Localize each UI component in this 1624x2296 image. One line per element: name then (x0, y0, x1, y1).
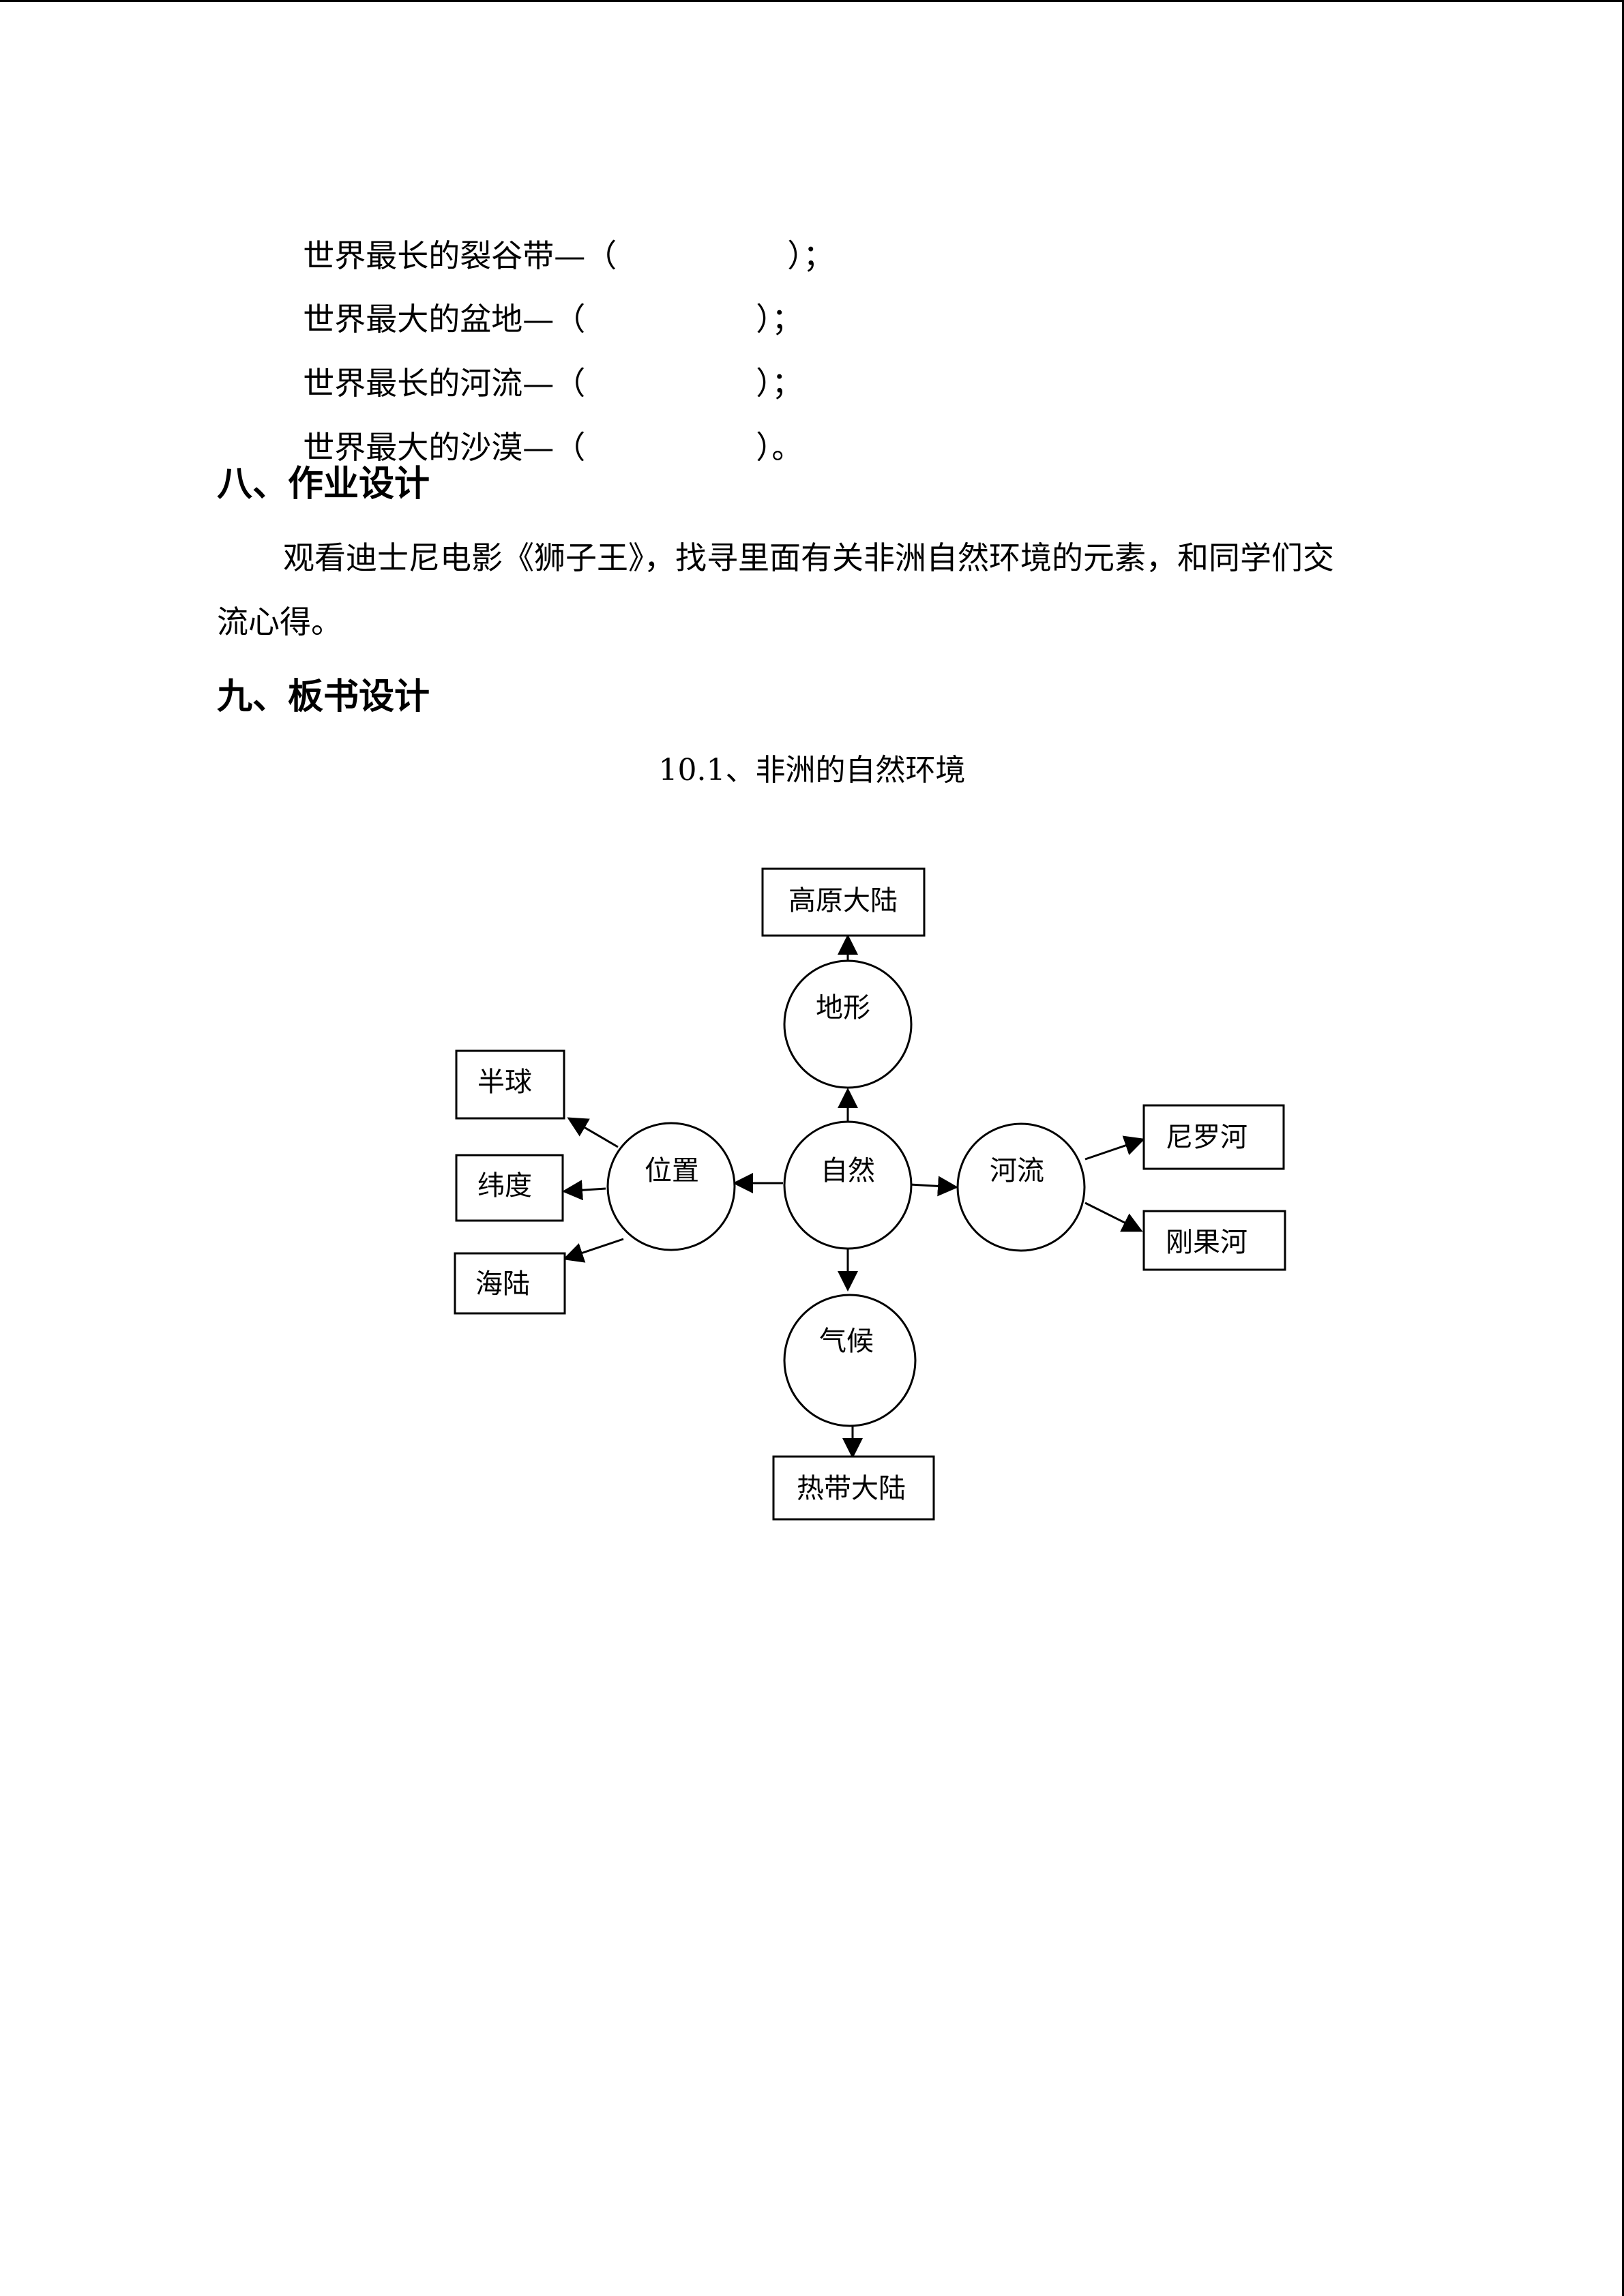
box-hemisphere (455, 1049, 565, 1120)
node-center (783, 1120, 913, 1250)
label-plateau: 高原大陆 (788, 885, 898, 916)
diagram-arrows (562, 934, 1145, 1459)
fill-blank-basin: 世界最大的盆地—（ ）； (283, 262, 803, 338)
arrow-position-to-latitude (562, 1180, 606, 1201)
label-hemisphere: 半球 (477, 1067, 532, 1098)
fill-blank-rift-valley: 世界最长的裂谷带—（ ）； (283, 198, 834, 275)
label-rivers: 河流 (990, 1155, 1044, 1187)
fill-blank-close: ）； (756, 301, 803, 338)
arrow-center-to-rivers (909, 1176, 958, 1197)
label-nile: 尼罗河 (1166, 1122, 1247, 1153)
diagram-title: 10.1、非洲的自然环境 (658, 753, 966, 788)
page-border-top (0, 0, 1624, 2)
page-border-right (1622, 0, 1624, 2296)
node-climate (783, 1294, 917, 1427)
label-climate: 气候 (819, 1326, 874, 1357)
arrow-rivers-to-nile (1084, 1135, 1145, 1161)
fill-blank-label: 世界最大的盆地—（ (303, 301, 586, 338)
fill-blank-close: ）； (787, 237, 835, 274)
node-terrain (783, 959, 913, 1089)
section-heading-homework: 八、作业设计 (217, 464, 430, 505)
label-position: 位置 (645, 1155, 699, 1187)
fill-blank-label: 世界最大的沙漠—（ (303, 429, 586, 466)
label-center: 自然 (821, 1155, 875, 1187)
fill-blank-label: 世界最长的裂谷带—（ (303, 237, 617, 274)
fill-blank-river: 世界最长的河流—（ ）； (283, 326, 803, 402)
fill-blank-desert: 世界最大的沙漠—（ ）。 (283, 390, 803, 466)
arrow-position-to-hemisphere (567, 1117, 619, 1148)
box-tropical (772, 1455, 935, 1521)
label-landsea: 海陆 (475, 1268, 530, 1300)
arrow-position-to-landsea (563, 1238, 624, 1263)
fill-blank-close: ）。 (756, 429, 803, 466)
fill-blank-label: 世界最长的河流—（ (303, 365, 586, 402)
label-congo: 刚果河 (1166, 1227, 1247, 1258)
box-congo (1142, 1210, 1286, 1271)
box-plateau (761, 867, 926, 937)
section-heading-board-design: 九、板书设计 (217, 676, 430, 717)
node-rivers (956, 1122, 1086, 1252)
label-terrain: 地形 (816, 992, 870, 1024)
homework-paragraph-line-1: 观看迪士尼电影《狮子王》，找寻里面有关非洲自然环境的元素，和同学们交 (283, 539, 1334, 576)
node-position (606, 1122, 736, 1251)
fill-blank-close: ）； (756, 365, 803, 402)
box-nile (1142, 1104, 1285, 1170)
box-landsea (454, 1252, 566, 1315)
label-tropical: 热带大陆 (797, 1473, 906, 1504)
label-latitude: 纬度 (477, 1170, 532, 1202)
box-latitude (455, 1154, 564, 1222)
homework-paragraph-line-2: 流心得。 (217, 603, 342, 640)
arrow-rivers-to-congo (1084, 1202, 1143, 1232)
